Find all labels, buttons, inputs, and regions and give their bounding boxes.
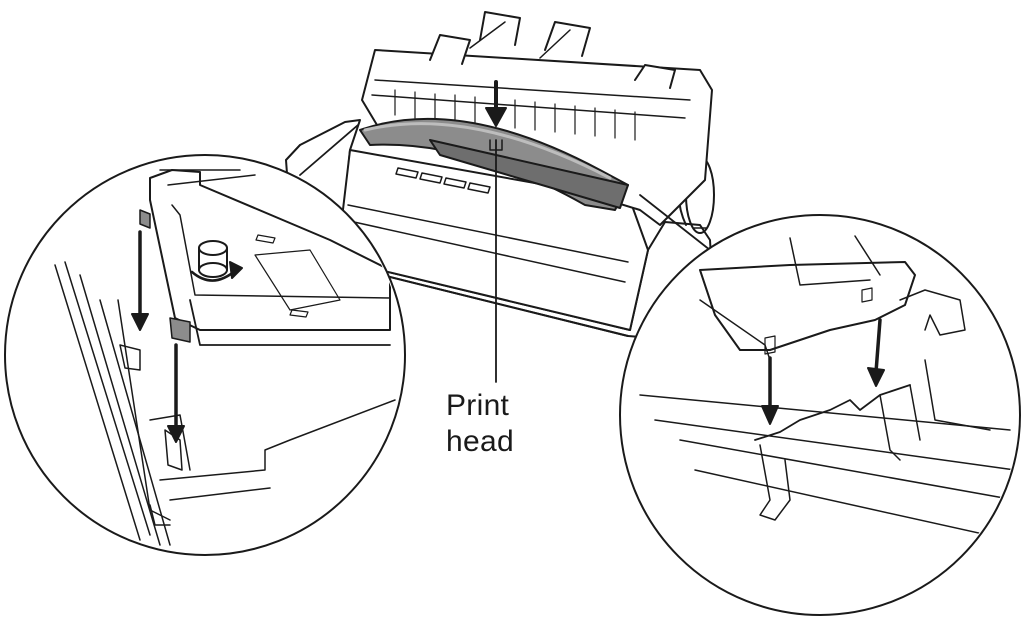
left-detail-circle <box>4 154 406 556</box>
left-arrow-1 <box>131 230 149 331</box>
right-arrow-1 <box>761 356 779 425</box>
print-head-label: Print head <box>446 388 514 460</box>
right-detail-circle <box>619 214 1021 616</box>
control-buttons <box>395 167 491 194</box>
printer-body <box>285 11 715 383</box>
print-head-label-line2: head <box>446 425 514 458</box>
right-arrow-2 <box>867 318 885 387</box>
down-arrow-icon <box>485 80 507 127</box>
rotation-arrow-icon <box>190 261 243 282</box>
print-head-label-line1: Print <box>446 389 510 422</box>
ribbon-cartridge <box>359 117 629 211</box>
left-arrow-2 <box>167 343 185 443</box>
ribbon-knob <box>198 240 228 278</box>
